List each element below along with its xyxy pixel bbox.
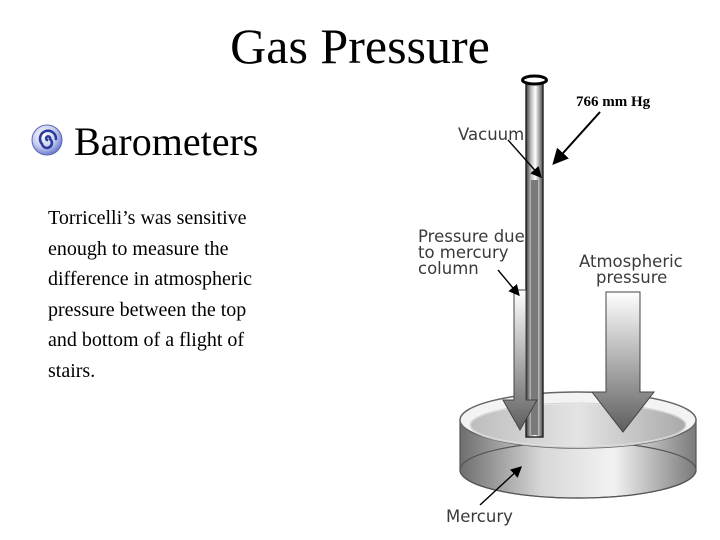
column-label-line: column xyxy=(418,259,479,278)
dish xyxy=(459,391,697,499)
body-line: pressure between the top xyxy=(48,298,247,321)
body-line: difference in atmospheric xyxy=(48,268,252,290)
mercury-label: Mercury xyxy=(446,507,513,526)
slide-title: Gas Pressure xyxy=(230,18,490,74)
reading-label: 766 mm Hg xyxy=(576,94,651,110)
column-label-line: Pressure due xyxy=(418,227,525,246)
body-line: Torricelli’s was sensitive xyxy=(48,207,247,229)
body-line: stairs. xyxy=(48,359,96,382)
atmospheric-label-line: Atmospheric xyxy=(579,252,683,271)
barometer-svg: 766 mm Hg Vacuum Pressure due to mercury… xyxy=(418,74,697,526)
bullet-label: Barometers xyxy=(74,119,259,164)
spiral-bullet-icon xyxy=(31,124,63,156)
column-label-line: to mercury xyxy=(418,243,509,262)
body-line: and bottom of a flight of xyxy=(48,329,245,351)
body-line: enough to measure the xyxy=(48,237,229,260)
barometer-diagram: 766 mm Hg Vacuum Pressure due to mercury… xyxy=(400,70,710,530)
vacuum-label: Vacuum xyxy=(458,125,524,144)
atmospheric-pressure-arrow xyxy=(590,291,656,433)
body-paragraph: Torricelli’s was sensitive enough to mea… xyxy=(48,203,308,386)
column-pressure-arrow xyxy=(502,289,538,432)
atmospheric-label-line: pressure xyxy=(596,268,667,287)
